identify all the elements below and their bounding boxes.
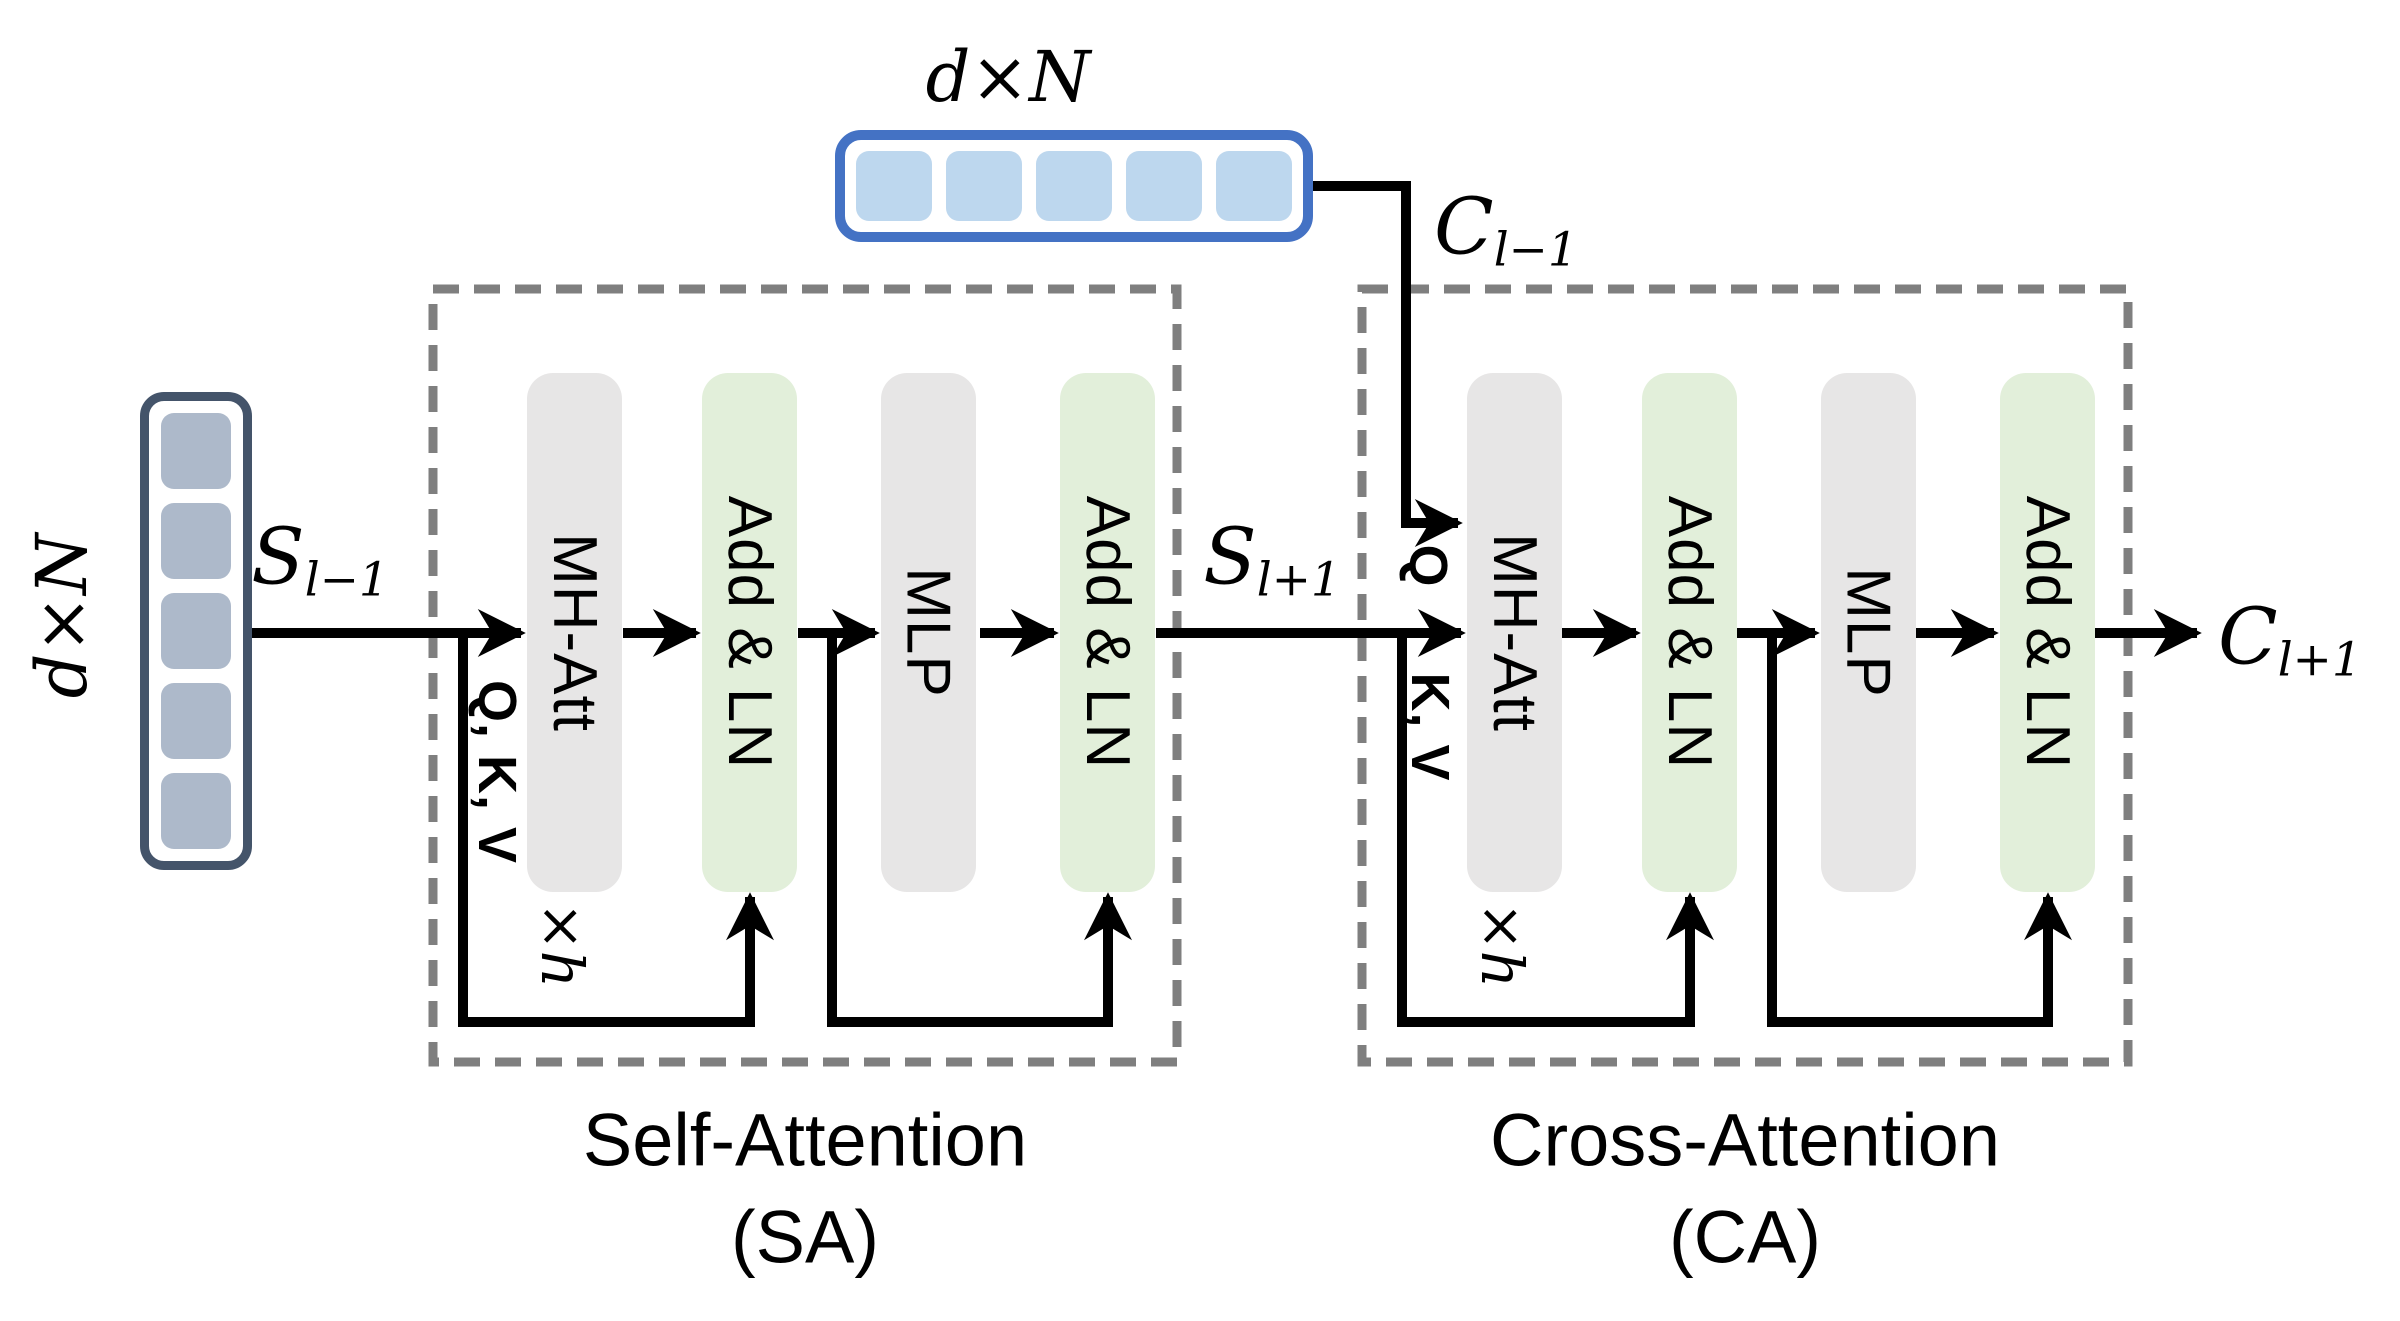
sa-repeat-label: ×h [528,902,596,988]
token-cell [856,151,932,221]
sa-skip2-line [827,633,1133,1027]
sa-addln1-pill: Add & LN [702,373,797,892]
sa-mhatt-pill: MH-Att [527,373,622,892]
ca-addln2-pill: Add & LN [2000,373,2095,892]
token-cell [161,773,231,849]
sa-abbr: (SA) [731,1195,879,1279]
ca-addln1-label: Add & LN [1655,495,1725,770]
ca-repeat-label: ×h [1468,902,1536,988]
state-tokens-box [140,392,252,870]
ca-block-outline [1357,284,2133,1067]
sa-addln2-label: Add & LN [1073,495,1143,770]
token-cell [161,413,231,489]
token-cell [1126,151,1202,221]
token-cell [946,151,1022,221]
sa-qkv-label: Q, K, V [467,679,527,865]
ca-mlp-label: MLP [1834,567,1904,698]
token-cell [161,593,231,669]
sa-mhatt-label: MH-Att [540,533,609,732]
ca-skip1-line [1397,633,1715,1027]
token-cell [1216,151,1292,221]
context-tokens-box [835,130,1313,242]
ca-addln2-label: Add & LN [2013,495,2083,770]
s-next-label: Sl+1 [1203,512,1341,608]
sa-mlp-pill: MLP [881,373,976,892]
ca-title: Cross-Attention [1490,1098,2000,1182]
token-cell [161,683,231,759]
context-dim-label: d×N [925,36,1091,118]
c-next-label: Cl+1 [2218,592,2362,688]
sa-block-outline [428,284,1182,1067]
sa-skip1-line [458,633,775,1027]
ca-mlp-pill: MLP [1821,373,1916,892]
sa-title: Self-Attention [582,1098,1028,1182]
token-cell [161,503,231,579]
context-feed-line [1313,181,1463,548]
token-cell [1036,151,1112,221]
sa-mlp-label: MLP [894,567,964,698]
ca-mhatt-label: MH-Att [1480,533,1549,732]
c-prev-label: Cl−1 [1434,182,1578,278]
ca-kv-label: K, V [1400,672,1460,782]
state-dim-label: d×N [21,533,103,699]
s-prev-label: Sl−1 [251,512,389,608]
sa-addln2-pill: Add & LN [1060,373,1155,892]
ca-addln1-pill: Add & LN [1642,373,1737,892]
sa-addln1-label: Add & LN [715,495,785,770]
ca-skip2-line [1767,633,2073,1027]
ca-abbr: (CA) [1668,1195,1822,1279]
ca-q-label: Q [1398,544,1458,588]
ca-mhatt-pill: MH-Att [1467,373,1562,892]
